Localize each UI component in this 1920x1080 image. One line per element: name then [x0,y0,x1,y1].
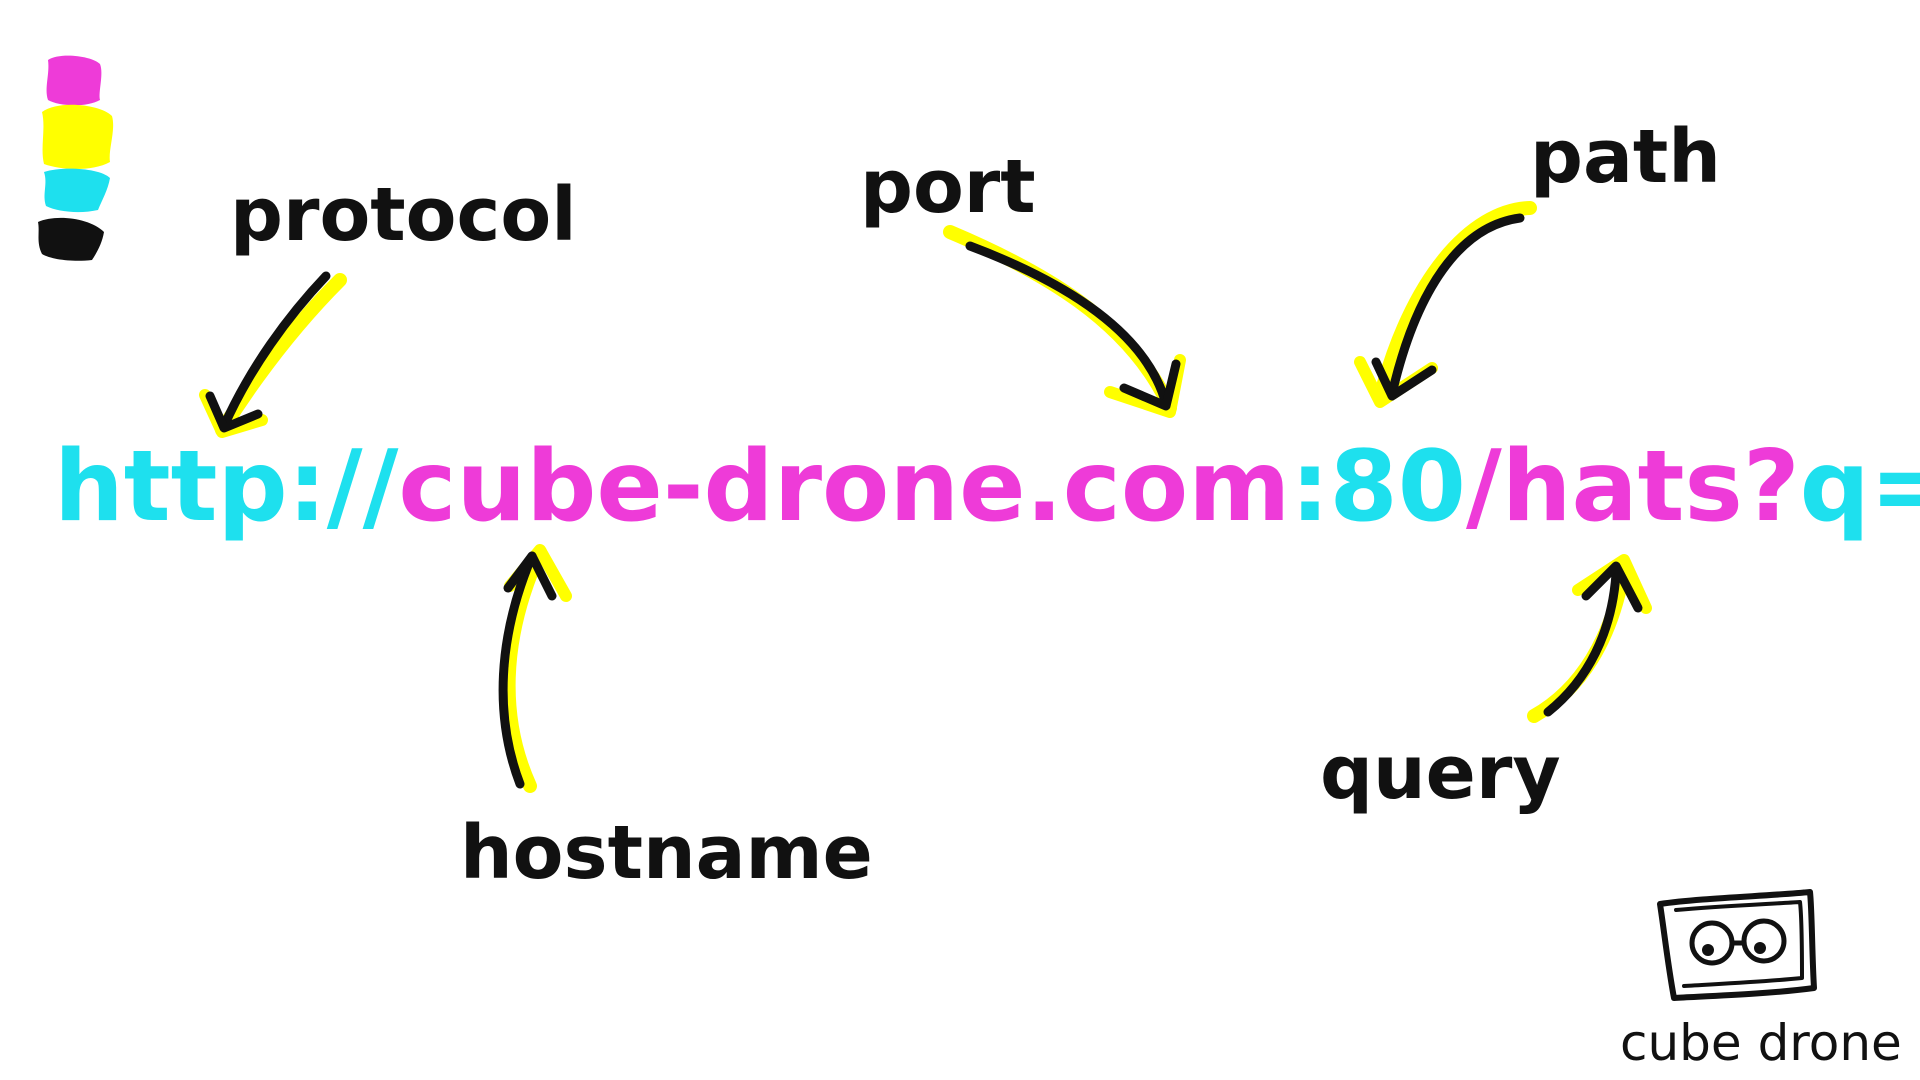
cyan-swatch [44,168,110,213]
url-query: q=top [1800,430,1920,544]
logo-text: cube drone [1620,1014,1902,1072]
yellow-swatch [42,104,114,169]
color-swatches [38,55,114,261]
hostname-label: hostname [460,810,873,896]
logo-robot-head [1657,889,1817,1001]
black-swatch [38,217,104,261]
logo-left-eye [1689,920,1735,966]
logo-robot-head-shade [1674,900,1804,988]
magenta-swatch [46,55,102,106]
url-protocol: http:// [54,430,399,544]
url-hostname: cube-drone.com [398,430,1290,544]
protocol-arrow [199,271,347,438]
query-label: query [1320,730,1561,816]
url-port: 80 [1330,430,1466,544]
port-label: port [860,144,1036,230]
cube-drone-logo: cube drone [1620,889,1902,1072]
logo-right-eye [1741,918,1787,964]
path-arrow [1354,201,1537,408]
url-path: /hats [1466,430,1743,544]
url-query-separator: ? [1743,430,1800,544]
url-text: http://cube-drone.com:80/hats?q=top [54,430,1920,544]
hostname-arrow [498,544,572,793]
protocol-label: protocol [230,172,577,258]
query-arrow [1527,554,1652,723]
url-port-separator: : [1290,430,1329,544]
path-label: path [1530,114,1721,200]
port-arrow [943,225,1186,418]
